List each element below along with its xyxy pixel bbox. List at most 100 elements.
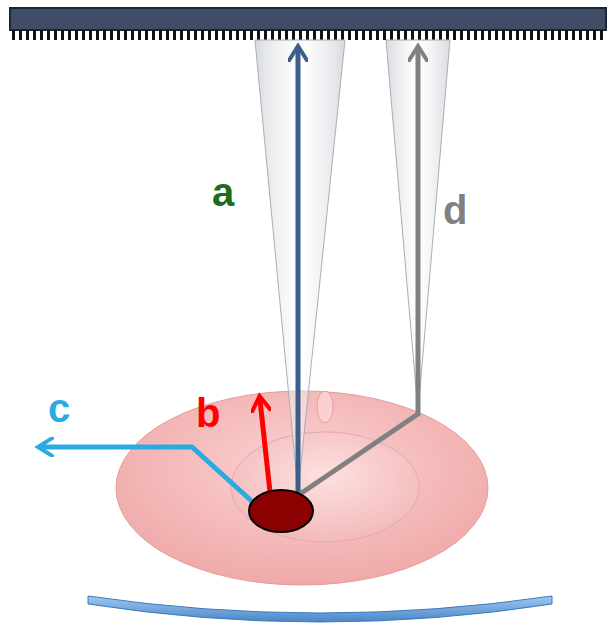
detector-pixel: [61, 30, 64, 40]
detector-pixel: [117, 30, 120, 40]
detector-pixel: [586, 30, 589, 40]
detector-pixel: [600, 30, 603, 40]
detector-pixel: [89, 30, 92, 40]
detector-pixel: [166, 30, 169, 40]
vesicle: [317, 391, 333, 423]
detector-pixel: [250, 30, 253, 40]
detector-pixel: [481, 30, 484, 40]
detector-pixel: [453, 30, 456, 40]
emitter: [249, 490, 313, 532]
detector-pixel: [397, 30, 400, 40]
detector-pixel: [131, 30, 134, 40]
detector-pixel: [103, 30, 106, 40]
detector-pixel: [425, 30, 428, 40]
detector-pixel: [173, 30, 176, 40]
detector-pixel: [551, 30, 554, 40]
path-label: d: [443, 190, 467, 230]
detector-pixel: [201, 30, 204, 40]
detector-pixel: [467, 30, 470, 40]
nucleus: [231, 432, 419, 542]
detector-pixel: [180, 30, 183, 40]
detector-pixel: [446, 30, 449, 40]
detector-pixel: [124, 30, 127, 40]
detector-pixel: [187, 30, 190, 40]
path-label: c: [48, 388, 70, 428]
absorbed-path-arrow: [260, 400, 270, 492]
detector-pixel: [460, 30, 463, 40]
detector-pixel: [138, 30, 141, 40]
detector-pixel: [145, 30, 148, 40]
escaped-path-arrow: [42, 447, 256, 505]
detector-pixels: [12, 30, 603, 40]
direct-path-arrow: [296, 50, 301, 494]
detector-pixel: [292, 30, 295, 40]
detector-pixel: [222, 30, 225, 40]
detector-pixel: [432, 30, 435, 40]
detector-pixel: [285, 30, 288, 40]
detector-pixel: [474, 30, 477, 40]
detector-pixel: [488, 30, 491, 40]
detector-pixel: [579, 30, 582, 40]
detector-pixel: [334, 30, 337, 40]
detector-pixel: [509, 30, 512, 40]
detector-pixel: [54, 30, 57, 40]
detector-pixel: [439, 30, 442, 40]
detector-pixel: [33, 30, 36, 40]
detector-pixel: [26, 30, 29, 40]
detector-pixel: [362, 30, 365, 40]
detector-pixel: [12, 30, 15, 40]
detector-pixel: [96, 30, 99, 40]
detector-pixel: [110, 30, 113, 40]
detector-pixel: [299, 30, 302, 40]
detector-pixel: [208, 30, 211, 40]
path-label: a: [212, 172, 234, 212]
detector-pixel: [355, 30, 358, 40]
detector-pixel: [376, 30, 379, 40]
detector-pixel: [537, 30, 540, 40]
detector-pixel: [75, 30, 78, 40]
detector-pixel: [593, 30, 596, 40]
detector-pixel: [313, 30, 316, 40]
detector-pixel: [530, 30, 533, 40]
detector-pixel: [278, 30, 281, 40]
detector-pixel: [558, 30, 561, 40]
detector-pixel: [159, 30, 162, 40]
detector-pixel: [257, 30, 260, 40]
lens: [88, 596, 552, 622]
detector-pixel: [516, 30, 519, 40]
detector-pixel: [565, 30, 568, 40]
detector-pixel: [40, 30, 43, 40]
detector-pixel: [523, 30, 526, 40]
detector-pixel: [194, 30, 197, 40]
detector-pixel: [271, 30, 274, 40]
detector-pixel: [243, 30, 246, 40]
detector-pixel: [229, 30, 232, 40]
detector-pixel: [152, 30, 155, 40]
detector-pixel: [82, 30, 85, 40]
detector-pixel: [264, 30, 267, 40]
detector-pixel: [390, 30, 393, 40]
detector-pixel: [341, 30, 344, 40]
detector-pixel: [411, 30, 414, 40]
detector-pixel: [544, 30, 547, 40]
detector-bar: [10, 8, 606, 30]
detector-pixel: [495, 30, 498, 40]
detector-pixel: [215, 30, 218, 40]
detector-pixel: [383, 30, 386, 40]
detector-pixel: [68, 30, 71, 40]
detector-pixel: [572, 30, 575, 40]
path-label: b: [196, 393, 220, 433]
detector-pixel: [236, 30, 239, 40]
detector-pixel: [502, 30, 505, 40]
detector-pixel: [404, 30, 407, 40]
detector-pixel: [306, 30, 309, 40]
detector-pixel: [47, 30, 50, 40]
scattered-path-arrow: [300, 50, 418, 494]
detector-pixel: [369, 30, 372, 40]
detector-pixel: [418, 30, 421, 40]
detector-pixel: [348, 30, 351, 40]
detector-pixel: [327, 30, 330, 40]
detector-pixel: [19, 30, 22, 40]
